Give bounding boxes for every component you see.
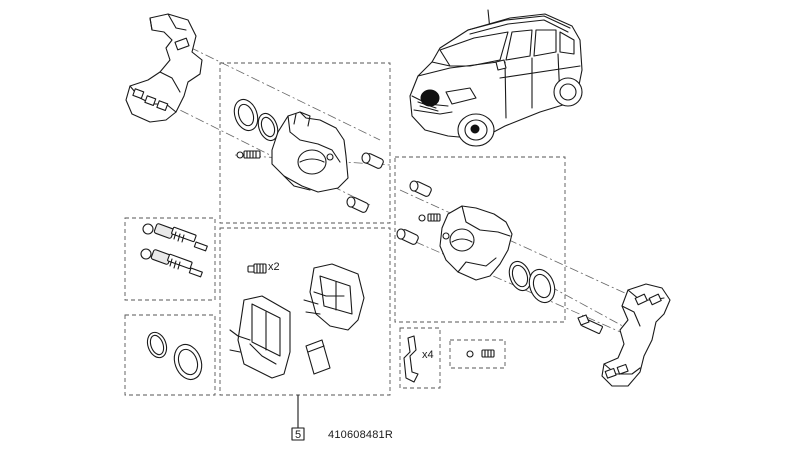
piston-seal-upper: [233, 98, 279, 142]
bleeder-kit-box: [449, 339, 506, 369]
guide-pin-kit-box: [124, 217, 216, 301]
brake-pad-right: [303, 263, 365, 331]
pad-bolt-quantity: x2: [268, 261, 280, 273]
pad-bolt-kit: [247, 263, 267, 274]
guide-sleeve-right-2: [396, 228, 419, 245]
clip-kit-box: [399, 327, 441, 389]
kit-number: 5: [295, 429, 301, 441]
guide-pin-1: [142, 223, 208, 252]
guide-sleeve-upper-2: [346, 196, 369, 213]
bracket-bolt-right: [577, 314, 603, 335]
front-wheel-brake-marker: [470, 124, 480, 134]
piston-seal-ring: [173, 343, 203, 381]
caliper-bracket-lower-right: [601, 283, 671, 387]
bleeder-screw-upper: [236, 150, 261, 159]
vehicle-suv: [409, 9, 583, 147]
caliper-bracket-upper-left: [125, 13, 203, 123]
wear-indicator-card: [305, 339, 331, 375]
seal-kit-box: [124, 314, 216, 396]
caliper-assembly-box-left: [219, 62, 391, 224]
piston-seal-right: [508, 260, 556, 304]
clip-quantity: x4: [422, 349, 434, 361]
guide-sleeve-upper-1: [361, 152, 384, 169]
bleeder-cap-kit: [466, 349, 495, 358]
front-brake-highlight: [420, 89, 440, 107]
caliper-assembly-box-right: [394, 156, 566, 323]
bleeder-screw-right: [418, 213, 441, 222]
kit-number-box: [291, 427, 305, 441]
brake-pad-kit-box: [219, 227, 391, 396]
part-reference-number: 410608481R: [328, 429, 393, 441]
guide-pin-2: [140, 248, 203, 278]
caliper-body-upper: [271, 111, 349, 193]
pad-clip: [403, 335, 419, 383]
guide-sleeve-right-1: [409, 180, 432, 197]
caliper-body-right: [439, 205, 513, 281]
dust-boot-seal: [146, 331, 168, 359]
brake-pad-left: [229, 295, 291, 379]
